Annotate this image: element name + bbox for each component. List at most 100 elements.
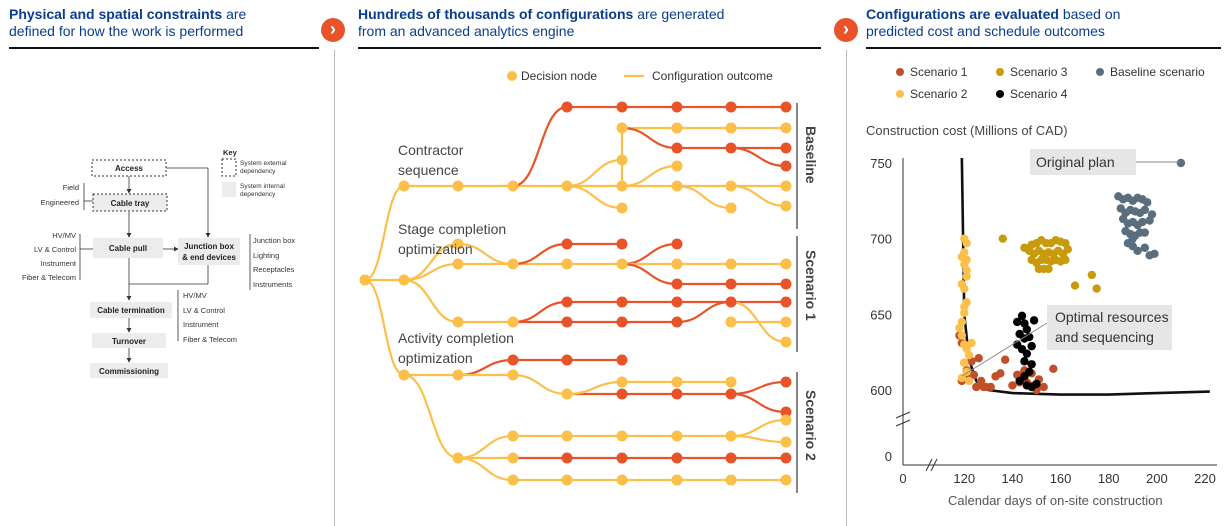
y-tick-label: 0 <box>885 449 892 464</box>
optimal-leader <box>961 322 1048 377</box>
termination-label: Cable termination <box>97 306 165 315</box>
scatter-point <box>1025 332 1034 342</box>
legend-config-outcome-label: Configuration outcome <box>652 69 773 83</box>
y-tick-label: 650 <box>870 307 892 322</box>
scatter-point <box>1037 235 1046 245</box>
x-tick-label: 120 <box>953 471 975 486</box>
scatter-point <box>967 357 976 366</box>
scatter-point <box>960 234 969 243</box>
decision-node <box>616 452 628 464</box>
scatter-point <box>964 370 974 380</box>
decision-node <box>671 376 683 388</box>
optimal-callout <box>1047 305 1172 350</box>
tree-edge <box>621 242 678 266</box>
decision-node <box>780 452 792 464</box>
term-input-label: Fiber & Telecom <box>183 335 237 344</box>
tree-edge <box>364 184 405 282</box>
tree-edge <box>730 184 787 208</box>
scatter-point <box>1008 381 1017 390</box>
scatter-point <box>1020 334 1029 343</box>
panel2-heading-line2: from an advanced analytics engine <box>358 23 575 39</box>
decision-node <box>616 180 628 192</box>
group-label-scenario1: Scenario 1 <box>803 250 819 321</box>
scatter-point <box>1044 248 1053 257</box>
scatter-point <box>1027 360 1036 369</box>
tree-edge <box>730 300 787 344</box>
scatter-point <box>1020 319 1029 328</box>
scatter-point <box>1145 251 1154 260</box>
tree-edge <box>566 184 623 210</box>
scatter-point <box>1017 344 1027 354</box>
scatter-point <box>957 317 967 327</box>
decision-node <box>725 278 737 290</box>
y-tick-label: 750 <box>870 156 892 171</box>
tree-edge <box>621 262 678 286</box>
key-internal-label: dependency <box>240 191 276 198</box>
scatter-point <box>957 331 967 340</box>
term-input-label: Instrument <box>183 320 219 329</box>
scatter-point <box>1128 196 1137 206</box>
decision-node <box>507 354 519 366</box>
scatter-point <box>1123 239 1133 248</box>
scatter-point <box>957 279 967 289</box>
tree-edge <box>512 373 568 396</box>
scatter-point <box>962 366 971 375</box>
legend-scenario1-label: Scenario 1 <box>910 65 968 79</box>
scatter-point <box>979 382 988 392</box>
legend-baseline-dot <box>1096 68 1104 76</box>
decision-node <box>507 452 519 464</box>
scatter-point <box>1020 372 1029 381</box>
decision-node <box>398 274 410 286</box>
scatter-point <box>1013 317 1022 327</box>
decision-node <box>561 238 573 250</box>
decision-node <box>507 474 519 486</box>
tree-edge <box>566 158 623 188</box>
scatter-point <box>1034 264 1044 274</box>
legend-scenario2-label: Scenario 2 <box>910 87 968 101</box>
stage-label: Activity completion <box>398 330 514 346</box>
scatter-point <box>962 367 971 377</box>
scatter-point <box>1032 239 1041 248</box>
panel3-rule <box>866 47 1221 49</box>
junction-output-label: Lighting <box>253 251 279 260</box>
decision-node <box>452 258 464 270</box>
scatter-point <box>1145 216 1154 225</box>
decision-node <box>359 274 371 286</box>
cable-pull-label: Cable pull <box>109 244 147 253</box>
pull-input-label: Fiber & Telecom <box>22 273 76 282</box>
access-label: Access <box>115 164 144 173</box>
scatter-point <box>1056 237 1065 246</box>
scatter-point <box>1176 158 1186 168</box>
x-tick-label: 140 <box>1002 471 1024 486</box>
scatter-point <box>1049 249 1058 258</box>
scatter-point <box>1022 381 1032 390</box>
scatter-point <box>1126 205 1135 215</box>
scatter-point <box>1114 192 1123 201</box>
panel3-heading-bold: Configurations are evaluated <box>866 6 1059 22</box>
decision-node <box>507 180 519 192</box>
decision-node <box>780 316 792 328</box>
scatter-point <box>1034 375 1044 384</box>
panel2-heading-rest: are generated <box>633 6 725 22</box>
scatter-point <box>1020 243 1029 252</box>
commissioning-label: Commissioning <box>99 367 159 376</box>
termination-box <box>90 302 172 318</box>
decision-node <box>671 238 683 250</box>
scatter-point <box>1025 246 1034 255</box>
decision-node <box>671 142 683 154</box>
scatter-point <box>1092 284 1101 293</box>
frontier-curve <box>960 157 1210 396</box>
scatter-point <box>1140 205 1150 215</box>
scatter-point <box>1022 349 1032 358</box>
scatter-point <box>1034 246 1044 255</box>
decision-node <box>616 376 628 388</box>
group-label-scenario2: Scenario 2 <box>803 390 819 461</box>
decision-node <box>452 238 464 250</box>
panel2-heading: Hundreds of thousands of configurations … <box>358 6 818 40</box>
scatter-point <box>960 260 969 269</box>
scatter-point <box>1013 340 1022 349</box>
y-axis-break <box>895 411 911 419</box>
scatter-point <box>964 350 974 360</box>
scatter-point <box>1039 382 1048 392</box>
decision-node <box>780 160 792 172</box>
